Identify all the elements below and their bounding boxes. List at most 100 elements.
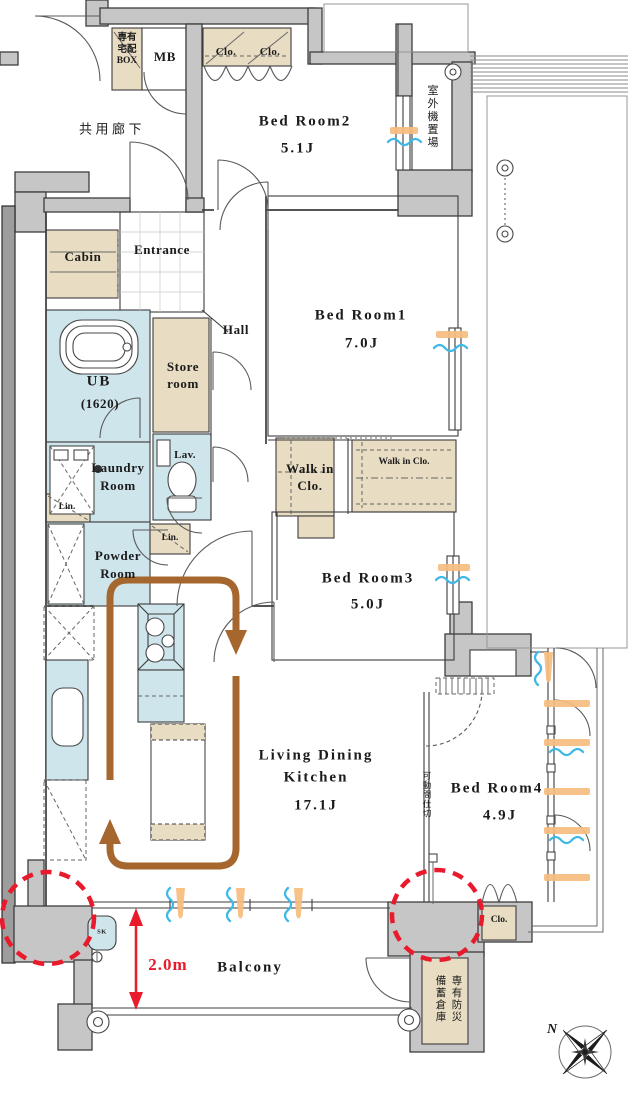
bath-size: (1620) (80, 396, 120, 411)
drain-icon (86, 63, 514, 1034)
balcony-label: Balcony (217, 959, 283, 976)
bath-door (99, 397, 141, 439)
store-label: Store (166, 359, 200, 374)
ldk-label: Living Dining (258, 747, 374, 764)
storage-door (365, 957, 411, 1003)
refrigerator-space (43, 779, 87, 861)
porch-outline (323, 3, 469, 53)
pillar-highlight-circles (0, 867, 485, 967)
stove-icon (137, 603, 185, 671)
range-hood (43, 605, 95, 661)
partition-label: 可動間仕切 (422, 771, 432, 819)
powder-label2: Room (100, 566, 136, 581)
neighbor-balcony-outline (486, 95, 628, 649)
wall (397, 169, 473, 217)
wall (73, 959, 93, 1007)
wic2-area (351, 439, 457, 513)
wall (57, 1003, 93, 1051)
wall-niche (469, 649, 517, 677)
disaster-storage-label: 専有防災 (450, 975, 462, 1023)
wic1-area (275, 437, 335, 517)
pillar (27, 859, 45, 909)
wall (185, 23, 203, 213)
bedroom4-label: Bed Room4 (450, 780, 544, 797)
wall (43, 197, 131, 213)
bedroom2-size: 5.1J (280, 140, 316, 157)
bedroom2-label: Bed Room2 (258, 113, 352, 130)
north-label: N (546, 1022, 558, 1037)
dimension-arrow (129, 908, 143, 1010)
laundry-door (166, 497, 203, 534)
bed1-size: 7.0J (344, 335, 380, 352)
airflow-icons (165, 127, 590, 923)
disaster-storage-label2: 備蓄倉庫 (434, 975, 446, 1023)
wall (309, 51, 476, 65)
bedroom1-walls (267, 195, 459, 437)
bath-label: UB (86, 373, 112, 390)
partition-hinge (428, 853, 438, 863)
linen-label: Lin. (161, 533, 179, 543)
bedroom3-label: Bed Room3 (321, 570, 415, 587)
outdoor-unit-label: 室外機置場 (426, 84, 438, 150)
entrance-tiles (120, 212, 204, 312)
lavatory-door (212, 446, 249, 483)
bedroom1-label: Bed Room1 (314, 307, 408, 324)
service-rail (532, 648, 598, 927)
laundry-label: Laundry (91, 460, 145, 475)
balcony-depth-label: 2.0m (148, 955, 188, 974)
compass-icon (558, 1025, 612, 1079)
store-room-area (152, 317, 210, 433)
closet-label: Clo. (490, 915, 508, 925)
window-handle (546, 815, 556, 825)
laundry-label2: Room (100, 478, 136, 493)
meter-box-door (143, 71, 187, 115)
wall (0, 51, 19, 66)
slop-sink-label: SK (97, 928, 107, 936)
bedroom1-door (219, 181, 269, 231)
service-window-door (555, 647, 597, 689)
top-closets-area (202, 27, 292, 67)
closet-label: Clo. (215, 46, 237, 58)
bed3-size: 5.0J (350, 596, 386, 613)
bed4-size: 4.9J (482, 807, 518, 824)
neighbor-door (34, 15, 101, 82)
entry-step (201, 309, 229, 333)
island-table (150, 723, 206, 841)
window-handle (546, 763, 556, 773)
window-handle (546, 851, 556, 861)
cabin-label: Cabin (64, 249, 102, 264)
bifold-doors (203, 65, 293, 82)
wic2-label: Walk in Clo. (378, 457, 430, 467)
powder-label: Powder (94, 548, 142, 563)
lavatory-label: Lav. (174, 449, 196, 461)
washer-icon (49, 445, 102, 515)
disaster-storage-area (421, 957, 469, 1045)
powder-door (132, 529, 169, 566)
wall (99, 7, 316, 25)
bedroom4-closet (435, 677, 495, 695)
store-label2: room (167, 376, 199, 391)
corridor-label: 共用廊下 (78, 121, 146, 137)
hall-door (212, 351, 252, 391)
bathtub-icon (59, 319, 139, 375)
wall (185, 197, 205, 213)
window-handle (546, 725, 556, 735)
meter-box-label: MB (153, 49, 177, 64)
boundary-wall (1, 205, 16, 964)
powder-cabinet (47, 523, 85, 605)
wic1-label: Walk in (286, 461, 334, 476)
wic1-foot-area (297, 515, 335, 539)
hall-label: Hall (222, 322, 250, 337)
hatch-area (470, 55, 628, 93)
pillar (387, 901, 485, 957)
ldk-door (176, 530, 253, 607)
bedroom4-door (425, 689, 483, 747)
entrance-door (129, 141, 189, 201)
ldk-size: 17.1J (294, 797, 338, 814)
closet-label: Clo. (259, 46, 281, 58)
bifold-doors (481, 883, 518, 904)
entrance-floor (119, 211, 205, 313)
toilet-icon (156, 439, 197, 513)
circulation-arrow (99, 576, 247, 870)
